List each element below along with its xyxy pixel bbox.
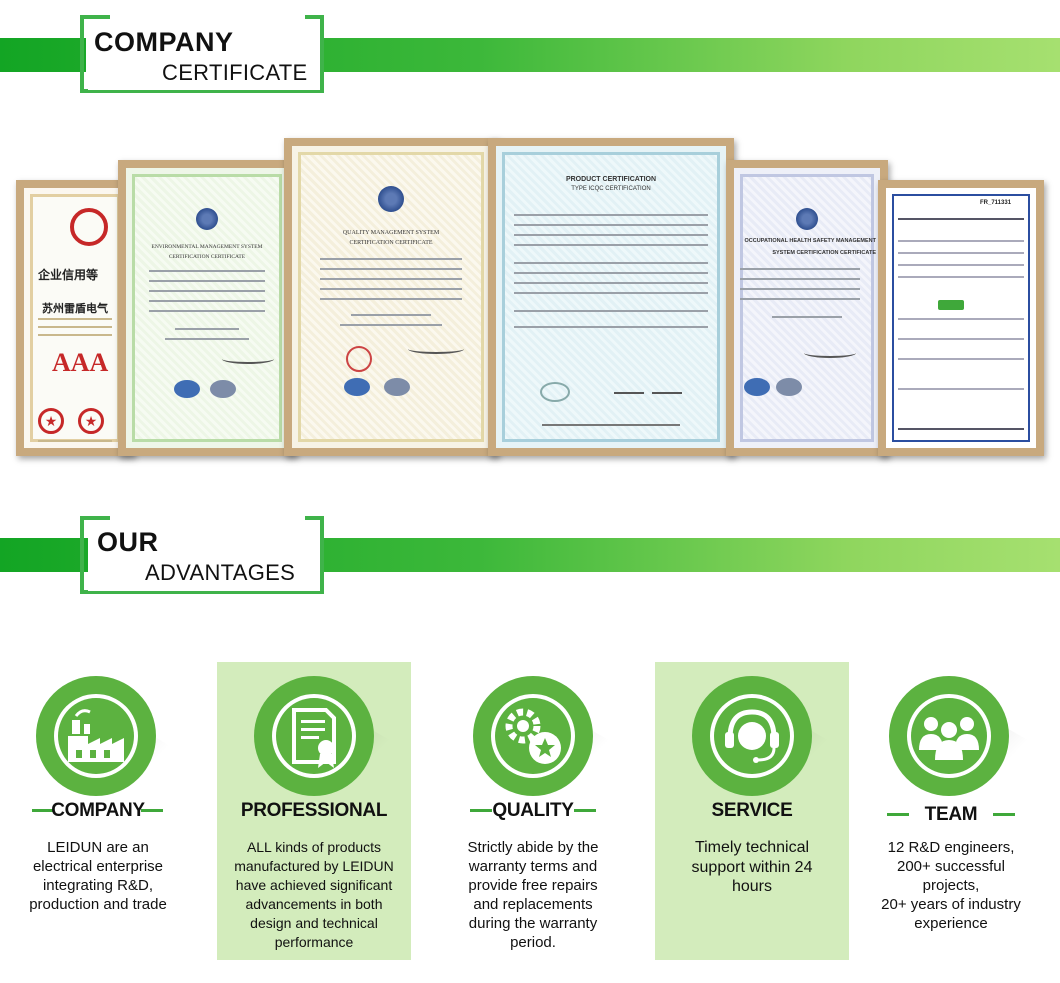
document-award-icon <box>254 676 374 796</box>
credit-seal-icon <box>70 208 108 246</box>
red-star-seal-icon: ★ <box>38 408 64 434</box>
iaf-logo-icon <box>174 380 200 398</box>
advantage-title: SERVICE <box>711 800 793 821</box>
cnas-logo-icon <box>776 378 802 396</box>
advantages-subtitle: ADVANTAGES <box>145 560 296 585</box>
signature <box>804 348 856 358</box>
advantage-team: TEAM 12 R&D engineers, 200+ successful p… <box>853 662 1049 960</box>
certification-seal-icon <box>196 208 218 230</box>
red-star-seal-icon: ★ <box>78 408 104 434</box>
advantage-title: COMPANY <box>51 800 145 821</box>
advantage-title: QUALITY <box>492 800 574 821</box>
quality-management-certificate: QUALITY MANAGEMENT SYSTEM CERTIFICATION … <box>284 138 498 456</box>
advantage-description: LEIDUN are an electrical enterprise inte… <box>29 839 167 913</box>
occupational-health-safety-certificate: OCCUPATIONAL HEALTH SAFETY MANAGEMENT SY… <box>726 160 888 456</box>
cqc-logo-icon <box>540 382 570 402</box>
red-stamp <box>346 346 372 372</box>
product-certification: PRODUCT CERTIFICATION TYPE ICQC CERTIFIC… <box>488 138 734 456</box>
signature <box>408 344 464 354</box>
certificate-subtitle: CERTIFICATE <box>162 60 308 85</box>
advantage-quality: QUALITY Strictly abide by the warranty t… <box>436 662 630 960</box>
certification-seal-icon <box>796 208 818 230</box>
environmental-management-certificate: ENVIRONMENTAL MANAGEMENT SYSTEM CERTIFIC… <box>118 160 296 456</box>
advantage-title: PROFESSIONAL <box>240 800 388 821</box>
certificates-gallery: 企业信用等 苏州雷盾电气 AAA ★ ★ ENVIRONMENTAL MANAG… <box>0 130 1060 470</box>
signature <box>222 354 274 364</box>
iaf-logo-icon <box>744 378 770 396</box>
factory-icon <box>36 676 156 796</box>
test-certificate: FR_711331 <box>878 180 1044 456</box>
advantage-description: 12 R&D engineers, 200+ successful projec… <box>881 839 1021 932</box>
advantage-description: Strictly abide by the warranty terms and… <box>467 839 599 951</box>
advantage-company: COMPANY LEIDUN are an electrical enterpr… <box>0 662 196 960</box>
advantage-description: Timely technical support within 24 hours <box>691 839 813 895</box>
advantages-title: OUR <box>97 527 159 557</box>
cnas-logo-icon <box>384 378 410 396</box>
gear-star-icon <box>473 676 593 796</box>
certificate-title: COMPANY <box>94 27 234 57</box>
headset-support-icon <box>692 676 812 796</box>
iaf-logo-icon <box>344 378 370 396</box>
advantage-professional: PROFESSIONAL ALL kinds of products manuf… <box>217 662 411 960</box>
advantage-title: TEAM <box>924 804 978 825</box>
team-icon <box>889 676 1009 796</box>
certification-seal-icon <box>378 186 404 212</box>
signature <box>614 386 644 394</box>
signature <box>652 386 682 394</box>
advantage-service: SERVICE Timely technical support within … <box>655 662 849 960</box>
green-logo-icon <box>938 300 964 310</box>
advantage-description: ALL kinds of products manufactured by LE… <box>234 839 394 950</box>
credit-rating-certificate: 企业信用等 苏州雷盾电气 AAA ★ ★ <box>16 180 134 456</box>
cnas-logo-icon <box>210 380 236 398</box>
